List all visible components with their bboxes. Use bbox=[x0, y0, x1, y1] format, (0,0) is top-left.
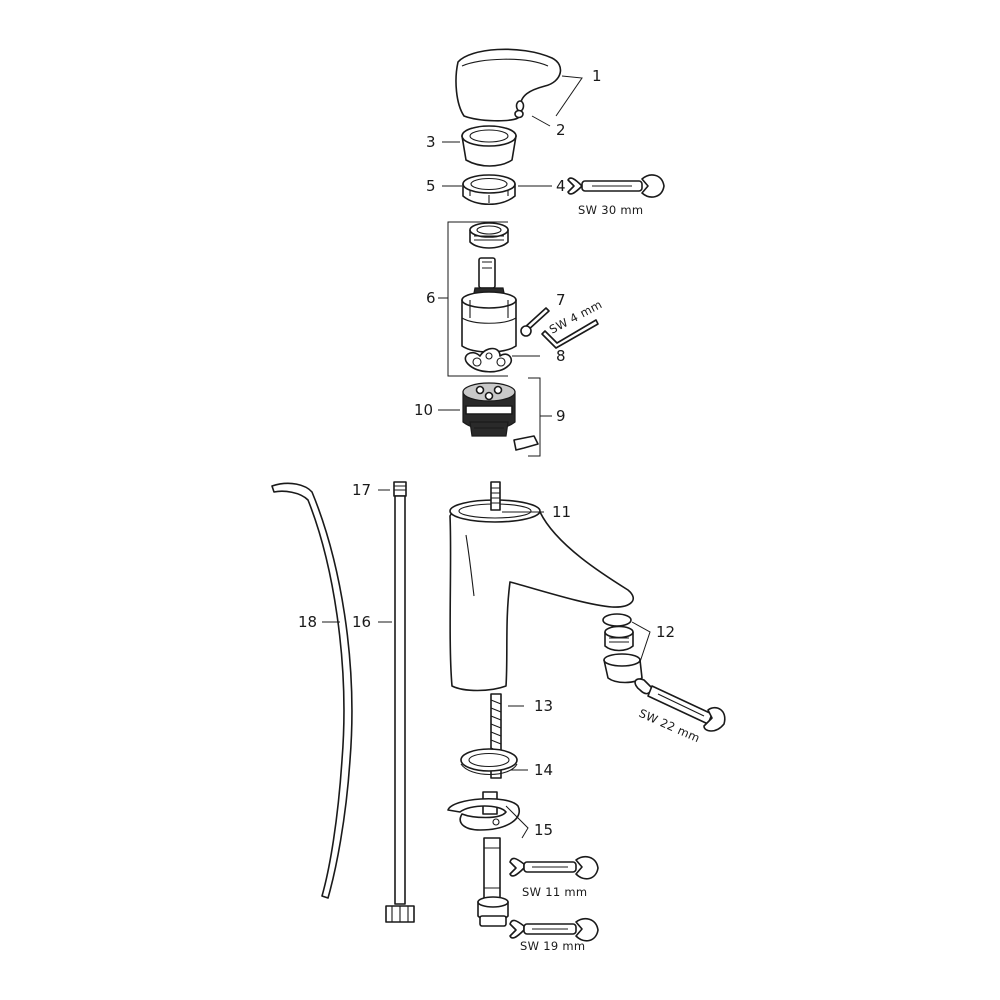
callout-13: 13 bbox=[534, 697, 553, 715]
part-threaded-rod-top bbox=[490, 481, 501, 511]
callout-5: 5 bbox=[426, 177, 436, 195]
callout-12: 12 bbox=[656, 623, 675, 641]
part-horseshoe-washer bbox=[447, 791, 521, 831]
part-base-gasket bbox=[460, 748, 518, 775]
callout-14: 14 bbox=[534, 761, 553, 779]
tool-label-sw30: SW 30 mm bbox=[578, 203, 643, 217]
part-lever-handle bbox=[455, 48, 562, 122]
wrench-icon-sw19 bbox=[509, 917, 599, 942]
part-curved-hose bbox=[271, 482, 353, 899]
part-cartridge bbox=[461, 257, 517, 353]
callout-6: 6 bbox=[426, 289, 436, 307]
tool-label-sw11: SW 11 mm bbox=[522, 885, 587, 899]
hex-key-icon bbox=[541, 319, 599, 349]
part-flow-insert bbox=[462, 382, 516, 437]
callout-2: 2 bbox=[556, 121, 566, 139]
part-flex-hose bbox=[385, 481, 415, 923]
part-cartridge-top-ring bbox=[469, 222, 509, 249]
tool-label-sw19: SW 19 mm bbox=[520, 939, 585, 953]
leader-lines bbox=[322, 75, 651, 839]
part-aerator bbox=[602, 613, 643, 684]
callout-9: 9 bbox=[556, 407, 566, 425]
part-cartridge-screw bbox=[520, 307, 550, 337]
callout-16: 16 bbox=[352, 613, 371, 631]
callout-18: 18 bbox=[298, 613, 317, 631]
callout-1: 1 bbox=[592, 67, 602, 85]
part-set-screw bbox=[514, 109, 524, 119]
callout-4: 4 bbox=[556, 177, 566, 195]
wrench-icon-sw30 bbox=[567, 174, 665, 198]
callout-8: 8 bbox=[556, 347, 566, 365]
callout-15: 15 bbox=[534, 821, 553, 839]
part-cover-cap bbox=[461, 125, 517, 167]
callout-7: 7 bbox=[556, 291, 566, 309]
callout-10: 10 bbox=[414, 401, 433, 419]
part-mounting-shaft bbox=[477, 837, 509, 927]
wrench-icon-sw22 bbox=[634, 678, 726, 732]
callout-11: 11 bbox=[552, 503, 571, 521]
wrench-icon-sw11 bbox=[509, 855, 599, 880]
callout-3: 3 bbox=[426, 133, 436, 151]
part-hex-nut bbox=[462, 174, 516, 206]
part-seal bbox=[464, 347, 513, 373]
part-clip bbox=[513, 435, 539, 451]
callout-17: 17 bbox=[352, 481, 371, 499]
